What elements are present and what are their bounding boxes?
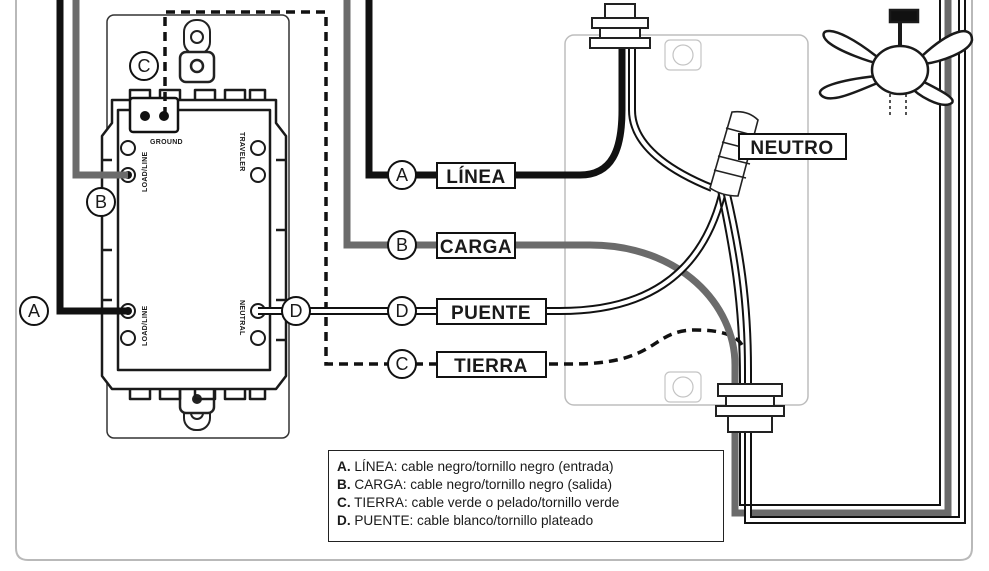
label-box-puente: PUENTE	[436, 298, 547, 325]
junction-box-screw-top	[664, 39, 702, 71]
svg-text:D: D	[396, 301, 409, 321]
load-wire	[72, 0, 952, 517]
line-wire	[56, 0, 626, 315]
label-neutral: NEUTRAL	[238, 300, 245, 336]
legend-row-b: B. CARGA: cable negro/tornillo negro (sa…	[337, 477, 613, 492]
svg-text:C: C	[138, 56, 151, 76]
label-load-line-top: LOAD/LINE	[142, 152, 149, 192]
svg-text:B: B	[95, 192, 107, 212]
label-box-tierra: TIERRA	[436, 351, 547, 378]
marker-a-switch: A	[19, 296, 49, 326]
marker-d-switch: D	[281, 296, 311, 326]
junction-box	[564, 34, 809, 406]
ground-terminal-block	[128, 96, 180, 134]
label-load-line-bottom: LOAD/LINE	[142, 306, 149, 346]
legend: A. LÍNEA: cable negro/tornillo negro (en…	[328, 450, 724, 542]
label-traveler: TRAVELER	[238, 132, 245, 172]
fan-neutral-wire	[717, 0, 966, 524]
wire-nut	[709, 110, 759, 197]
marker-c-ground: C	[387, 349, 417, 379]
ground-wire	[163, 10, 744, 366]
label-ground: GROUND	[150, 139, 183, 146]
marker-b-load: B	[387, 230, 417, 260]
marker-b-switch: B	[86, 187, 116, 217]
svg-text:TIERRA: TIERRA	[454, 356, 528, 377]
marker-d-bridge: D	[387, 296, 417, 326]
svg-text:PUENTE: PUENTE	[451, 303, 531, 324]
ceiling-fan	[818, 8, 974, 118]
svg-text:C: C	[396, 354, 409, 374]
label-box-neutro: NEUTRO	[738, 133, 847, 160]
marker-c-switch: C	[129, 51, 159, 81]
junction-box-screw-bottom	[664, 371, 702, 403]
legend-row-c: C. TIERRA: cable verde o pelado/tornillo…	[337, 495, 620, 510]
neutral-supply-wire	[628, 40, 714, 192]
bridge-wire	[258, 193, 726, 315]
svg-text:NEUTRO: NEUTRO	[750, 138, 833, 159]
cable-clamp-bottom	[715, 383, 785, 433]
legend-row-a: A. LÍNEA: cable negro/tornillo negro (en…	[337, 459, 614, 474]
svg-text:LÍNEA: LÍNEA	[446, 166, 506, 188]
legend-row-d: D. PUENTE: cable blanco/tornillo platead…	[337, 513, 594, 528]
diagram-frame	[15, 0, 973, 561]
svg-text:CARGA: CARGA	[440, 237, 512, 258]
marker-a-line: A	[387, 160, 417, 190]
label-box-carga: CARGA	[436, 232, 516, 259]
svg-text:B: B	[396, 235, 408, 255]
plate-screw-top	[183, 19, 211, 55]
svg-text:D: D	[290, 301, 303, 321]
svg-text:A: A	[28, 301, 40, 321]
cable-clamp-top	[589, 3, 651, 49]
svg-text:A: A	[396, 165, 408, 185]
mounting-tab-top	[178, 50, 216, 84]
switch-body	[100, 88, 288, 401]
label-box-linea: LÍNEA	[436, 162, 516, 189]
